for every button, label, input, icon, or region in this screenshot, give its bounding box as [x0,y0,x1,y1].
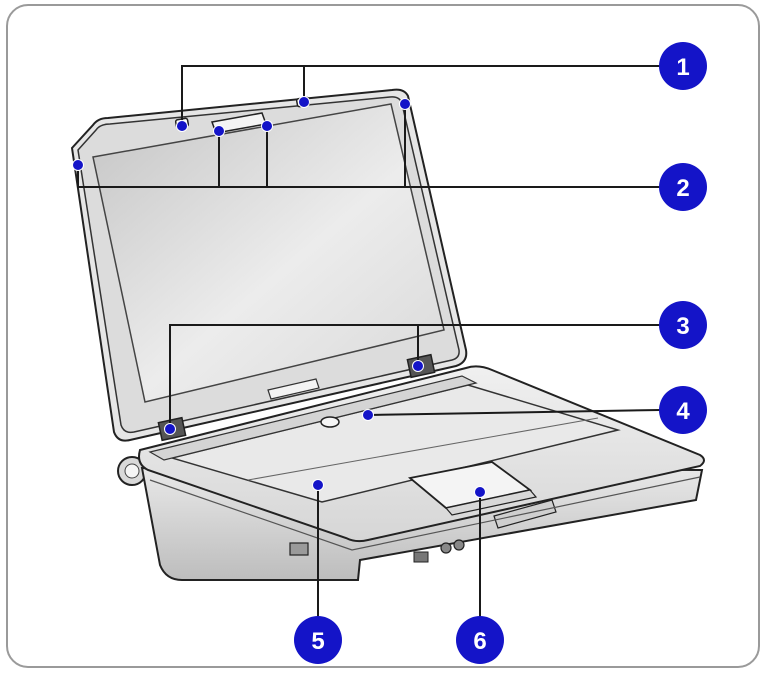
callout-number: 1 [676,54,689,81]
callout-1: 1 [659,42,707,90]
laptop-base [138,365,705,581]
callout-number: 2 [676,175,689,202]
callout-circle [659,301,707,349]
callout-circle [659,42,707,90]
leader-3 [169,324,660,429]
callout-circle [659,386,707,434]
hinge-bar [148,375,478,461]
bezel-logo-plate [267,378,320,400]
touchpad-buttons [444,489,538,516]
anchor-dot [261,120,273,132]
palm-rest-edge [247,417,599,481]
anchor-dot [312,479,324,491]
anchor-dot [362,409,374,421]
anchor-dot [72,159,84,171]
callout-number: 5 [311,628,324,655]
audio-jack-1 [440,542,452,554]
anchor-dots [72,96,486,498]
anchor-dot [399,98,411,110]
anchor-dot [213,125,225,137]
callout-5: 5 [294,616,342,664]
leader-4 [367,409,661,416]
callout-circle [294,616,342,664]
base-front-line [149,476,701,551]
callout-4: 4 [659,386,707,434]
anchor-dot [412,360,424,372]
leader-2 [77,104,660,188]
anchor-dot [164,423,176,435]
display-screen [92,103,445,403]
callout-badges: 1 2 3 4 5 6 [294,42,707,664]
callout-number: 3 [676,313,689,340]
callout-number: 4 [676,398,690,425]
callout-number: 6 [473,628,486,655]
power-button [320,416,340,428]
anchor-dot [298,96,310,108]
callout-circle [456,616,504,664]
callout-2: 2 [659,163,707,211]
hinge-cap [124,463,140,479]
usb-port [289,542,309,556]
audio-jack-2 [453,539,465,551]
anchor-dot [176,120,188,132]
leader-lines [77,65,661,640]
ir-port [413,551,429,563]
callout-circle [659,163,707,211]
anchor-dot [474,486,486,498]
callout-6: 6 [456,616,504,664]
callout-3: 3 [659,301,707,349]
